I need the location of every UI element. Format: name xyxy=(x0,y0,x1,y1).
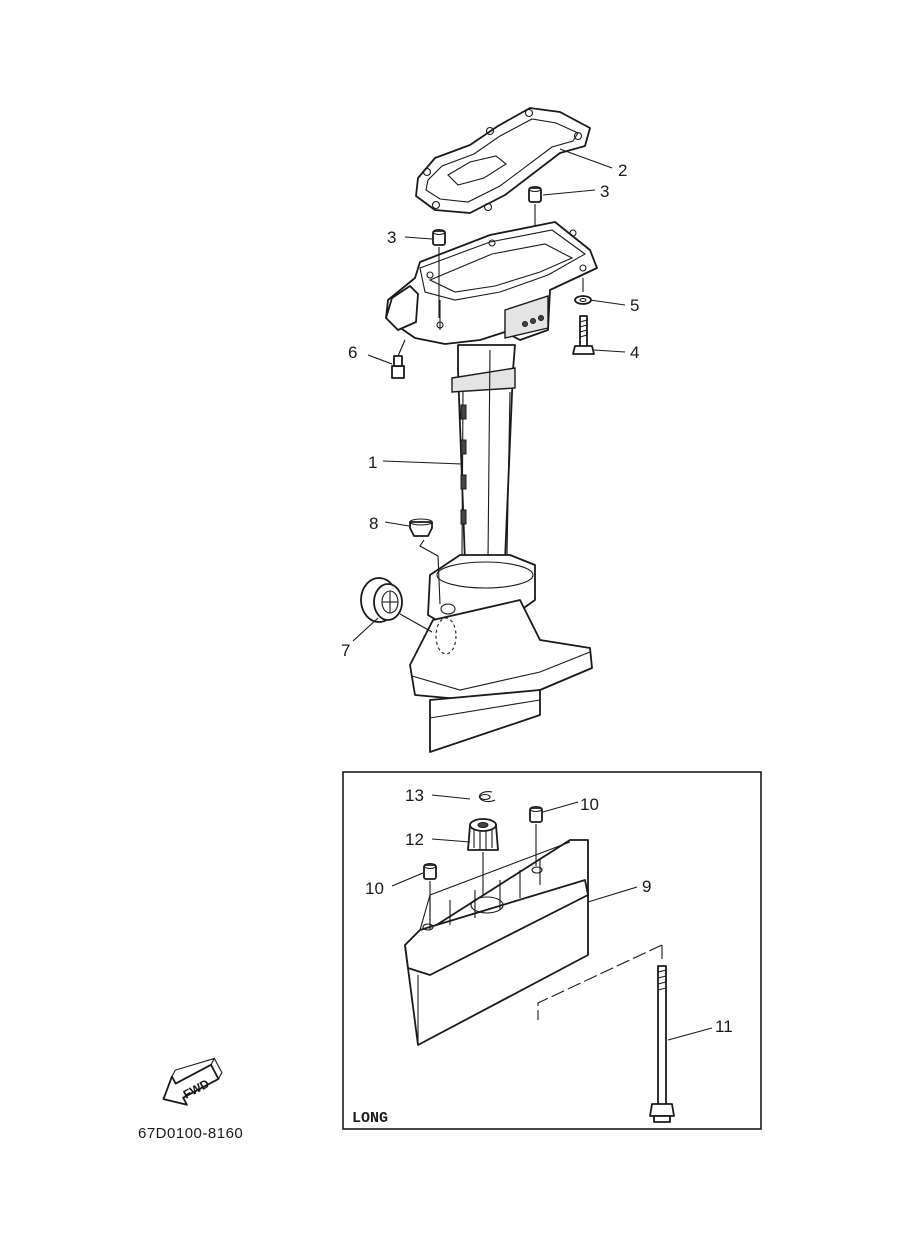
drawing-code: 67D0100-8160 xyxy=(138,1125,243,1142)
callout-1: 1 xyxy=(368,453,377,472)
callout-10a: 10 xyxy=(580,795,599,814)
callout-3a: 3 xyxy=(387,228,396,247)
callout-5: 5 xyxy=(630,296,639,315)
long-option-box: LONG xyxy=(342,771,762,1130)
leaders-top xyxy=(352,148,626,642)
spline-coupling-12 xyxy=(467,818,499,895)
callout-4: 4 xyxy=(630,343,639,362)
callout-9: 9 xyxy=(642,877,651,896)
dowel-pin-3a xyxy=(432,228,446,318)
circlip-13 xyxy=(478,791,496,803)
grease-nipple-6 xyxy=(391,339,406,379)
dowel-pin-10a xyxy=(529,805,543,866)
long-box-title: LONG xyxy=(352,1110,388,1127)
gasket-part xyxy=(415,107,591,214)
callout-12: 12 xyxy=(405,830,424,849)
callout-7: 7 xyxy=(341,641,350,660)
callout-11: 11 xyxy=(715,1017,733,1036)
extension-9 xyxy=(404,839,589,1046)
callout-2: 2 xyxy=(618,161,627,180)
callout-3b: 3 xyxy=(600,182,609,201)
callout-13: 13 xyxy=(405,786,424,805)
dowel-pin-10b xyxy=(423,862,437,924)
washer-5 xyxy=(574,278,592,305)
bolt-4 xyxy=(572,315,595,355)
grommet-7 xyxy=(360,577,403,623)
upper-casing-part xyxy=(385,221,598,753)
callout-10b: 10 xyxy=(365,879,384,898)
long-bolt-11 xyxy=(537,944,675,1123)
plug-8 xyxy=(409,518,441,605)
dowel-pin-3b xyxy=(528,185,542,226)
callout-8: 8 xyxy=(369,514,378,533)
fwd-arrow-icon xyxy=(162,1057,223,1106)
callout-6: 6 xyxy=(348,343,357,362)
